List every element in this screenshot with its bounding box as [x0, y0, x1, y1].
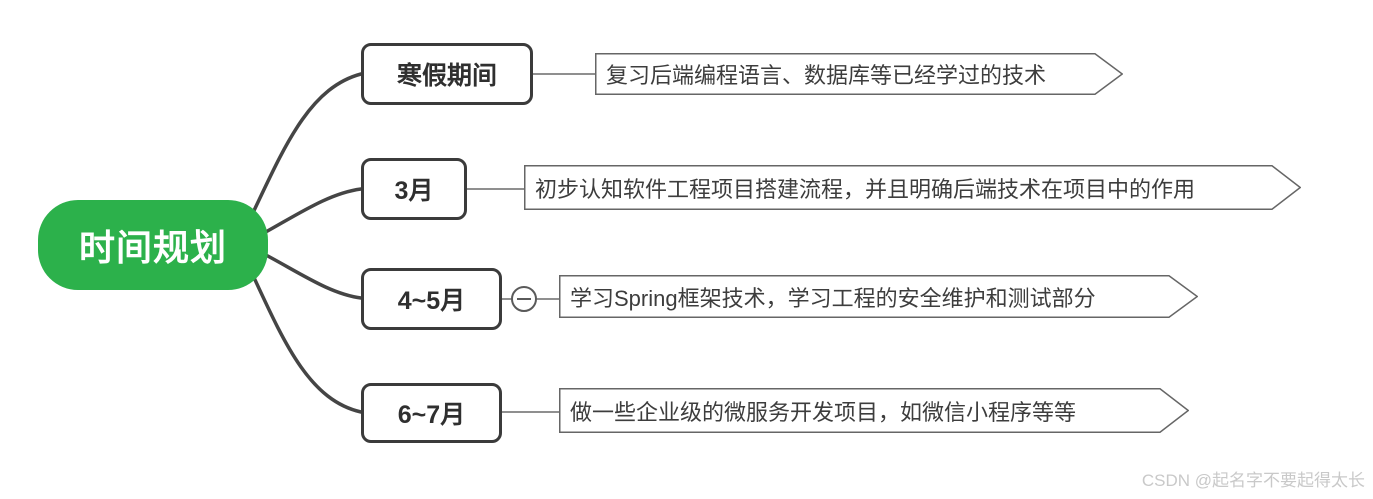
branch-node-apr-may[interactable]: 4~5月: [361, 268, 502, 330]
arrow-banner-shape: [559, 388, 1189, 433]
topic-label: 初步认知软件工程项目搭建流程，并且明确后端技术在项目中的作用: [535, 176, 1196, 202]
branch-label: 3月: [394, 177, 434, 205]
curve-root-to-branch-4: [248, 267, 363, 414]
watermark-text: CSDN @起名字不要起得太长: [1141, 471, 1365, 490]
branch-label: 寒假期间: [396, 62, 497, 90]
topic-label: 做一些企业级的微服务开发项目，如微信小程序等等: [570, 399, 1077, 425]
curve-root-to-branch-3: [262, 252, 363, 300]
arrow-banner-shape: [524, 165, 1301, 210]
curve-root-to-branch-2: [262, 187, 363, 235]
topic-label: 复习后端编程语言、数据库等已经学过的技术: [606, 63, 1047, 88]
branch-node-hanjia[interactable]: 寒假期间: [361, 43, 533, 105]
root-node[interactable]: 时间规划: [38, 200, 268, 290]
branch-label: 6~7月: [397, 401, 466, 429]
curve-root-to-branch-1: [248, 72, 363, 221]
root-label: 时间规划: [78, 227, 227, 268]
topic-node-1[interactable]: 复习后端编程语言、数据库等已经学过的技术: [595, 53, 1123, 95]
topic-node-2[interactable]: 初步认知软件工程项目搭建流程，并且明确后端技术在项目中的作用: [524, 165, 1301, 210]
branch-node-march[interactable]: 3月: [361, 158, 467, 220]
topic-node-3[interactable]: 学习Spring框架技术，学习工程的安全维护和测试部分: [559, 275, 1198, 318]
arrow-banner-shape: [595, 53, 1123, 95]
branch-label: 4~5月: [397, 287, 466, 315]
topic-label: 学习Spring框架技术，学习工程的安全维护和测试部分: [570, 285, 1096, 311]
arrow-banner-shape: [559, 275, 1198, 318]
branch-node-jun-jul[interactable]: 6~7月: [361, 383, 502, 443]
minus-circle-icon[interactable]: [511, 286, 537, 312]
topic-node-4[interactable]: 做一些企业级的微服务开发项目，如微信小程序等等: [559, 388, 1189, 433]
